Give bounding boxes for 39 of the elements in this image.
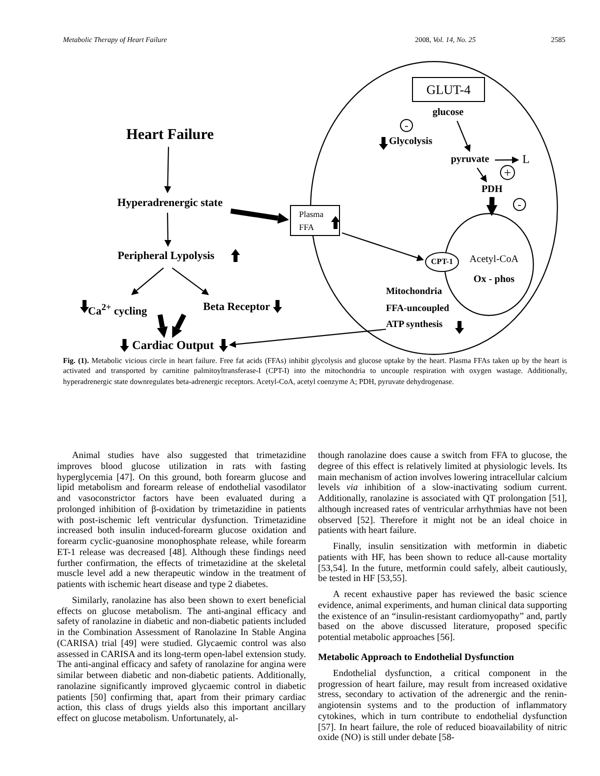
body-paragraph: A recent exhaustive paper has reviewed the basic science evidence, animal experiments, and human clinical data supporting the existence of an “insulin-resistant cardiomyopathy” and, partly based on the above discussed literature, proposed specific potential metabolic approaches [56].: [318, 590, 567, 644]
node-label: glucose: [424, 106, 472, 119]
body-paragraph: though ranolazine does cause a switch from FFA to glucose, the degree of this effect is relatively limited at physiologic levels. Its main mechanism of action involves lowering intracellular calcium levels via inhibition of a slow-inactivating sodium current. Additionally, ranolazine is associated with QT prolongation [51], although increased rates of ventricular arrhythmias have not been observed [52]. Therefore it might not be an ideal choice in patients with heart failure.: [318, 451, 567, 537]
node-label: Mitochondria: [386, 286, 443, 299]
node-label: Heart Failure: [95, 126, 245, 145]
node-label: Hyperadrenergic state: [108, 196, 232, 210]
node-label: PDH: [476, 183, 508, 196]
node-label: L: [520, 152, 532, 167]
body-paragraph: Finally, insulin sensitization with metformin in diabetic patients with HF, has been shown to reduce all-cause mortality [53,54]. In the future, metformin could safely, albeit cautiously, be tested in HF [53,55].: [318, 542, 567, 585]
node-label: Beta Receptor: [184, 300, 270, 314]
block-arrow: [230, 208, 289, 224]
sign-symbol: -: [513, 198, 526, 211]
node-label: pyruvate: [446, 153, 494, 166]
process-label: Glycolysis: [389, 136, 432, 147]
node-label: Peripheral Lypolysis: [104, 249, 228, 263]
block-arrow: [156, 314, 168, 338]
arrow: [164, 212, 172, 247]
label-box: GLUT-4: [412, 77, 485, 102]
arrow: [228, 328, 386, 348]
label-box: Plasma FFA: [290, 205, 340, 236]
arrow: [342, 232, 424, 262]
block-arrow: [486, 197, 498, 216]
node-label: Ox - phos: [472, 274, 516, 285]
sign-symbol: +: [500, 165, 515, 180]
arrow: [164, 146, 172, 194]
body-paragraph: Endothelial dysfunction, a critical component in the progression of heart failure, may result from increased oxidative stress, secondary to activation of the adrenergic and the renin-angiotensin systems and to the production of inflammatory cytokines, which in turn contribute to endothelial dysfunction [57]. In heart failure, the role of reduced bioavailability of nitric oxide (NO) is still under debate [58-: [318, 668, 567, 744]
block-arrow: [172, 314, 186, 338]
sign-symbol: -: [400, 119, 413, 132]
body-paragraph: Similarly, ranolazine has also been shown to exert beneficial effects on glucose metabolism. The anti-anginal efficacy and safety of ranolazine in diabetic and non-diabetic patients included in the Combination Assessment of Ranolazine In Stable Angina (CARISA) trial [49] were studied. Glycaemic control was also assessed in CARISA and its long-term open-label extension study. The anti-anginal efficacy and safety of ranolazine for angina were similar between diabetic and non-diabetic patients. Additionally, ranolazine significantly improved glycaemic control in diabetic patients [50] confirming that, apart from their primary cardiac action, this class of drugs yields also this important ancillary effect on glucose metabolism. Unfortunately, al-: [57, 596, 306, 725]
arrow: [131, 267, 164, 296]
arrow: [456, 120, 471, 152]
node-label: FFA-uncoupled ATP synthesis: [386, 302, 450, 332]
body-paragraph: Animal studies have also suggested that trimetazidine improves blood glucose utilization in rats with fasting hyperglycemia [47]. On this ground, both forearm glucose and lipid metabolism and forearm release of endothelial vasodilator and vasoconstrictor factors have been evaluated during a prolonged inhibition of β-oxidation by trimetazidine in patients with post-ischemic left ventricular dysfunction. Trimetazidine increased both insulin induced-forearm glucose oxidation and forearm cyclic-guanosine monophosphate release, while forearm ET-1 release was decreased [48]. Although these findings need further confirmation, the effects of trimetazidine at the skeletal muscle level add a new therapeutic window in the treatment of patients with ischemic heart disease and type 2 diabetes.: [57, 451, 306, 591]
node-label: Cardiac Output: [130, 338, 216, 353]
section-heading: Metabolic Approach to Endothelial Dysfunction: [318, 652, 515, 663]
arrow: [476, 168, 487, 182]
arrow: [494, 156, 520, 164]
enzyme-oval: CPT-1: [425, 252, 459, 272]
arrow: [172, 267, 209, 296]
